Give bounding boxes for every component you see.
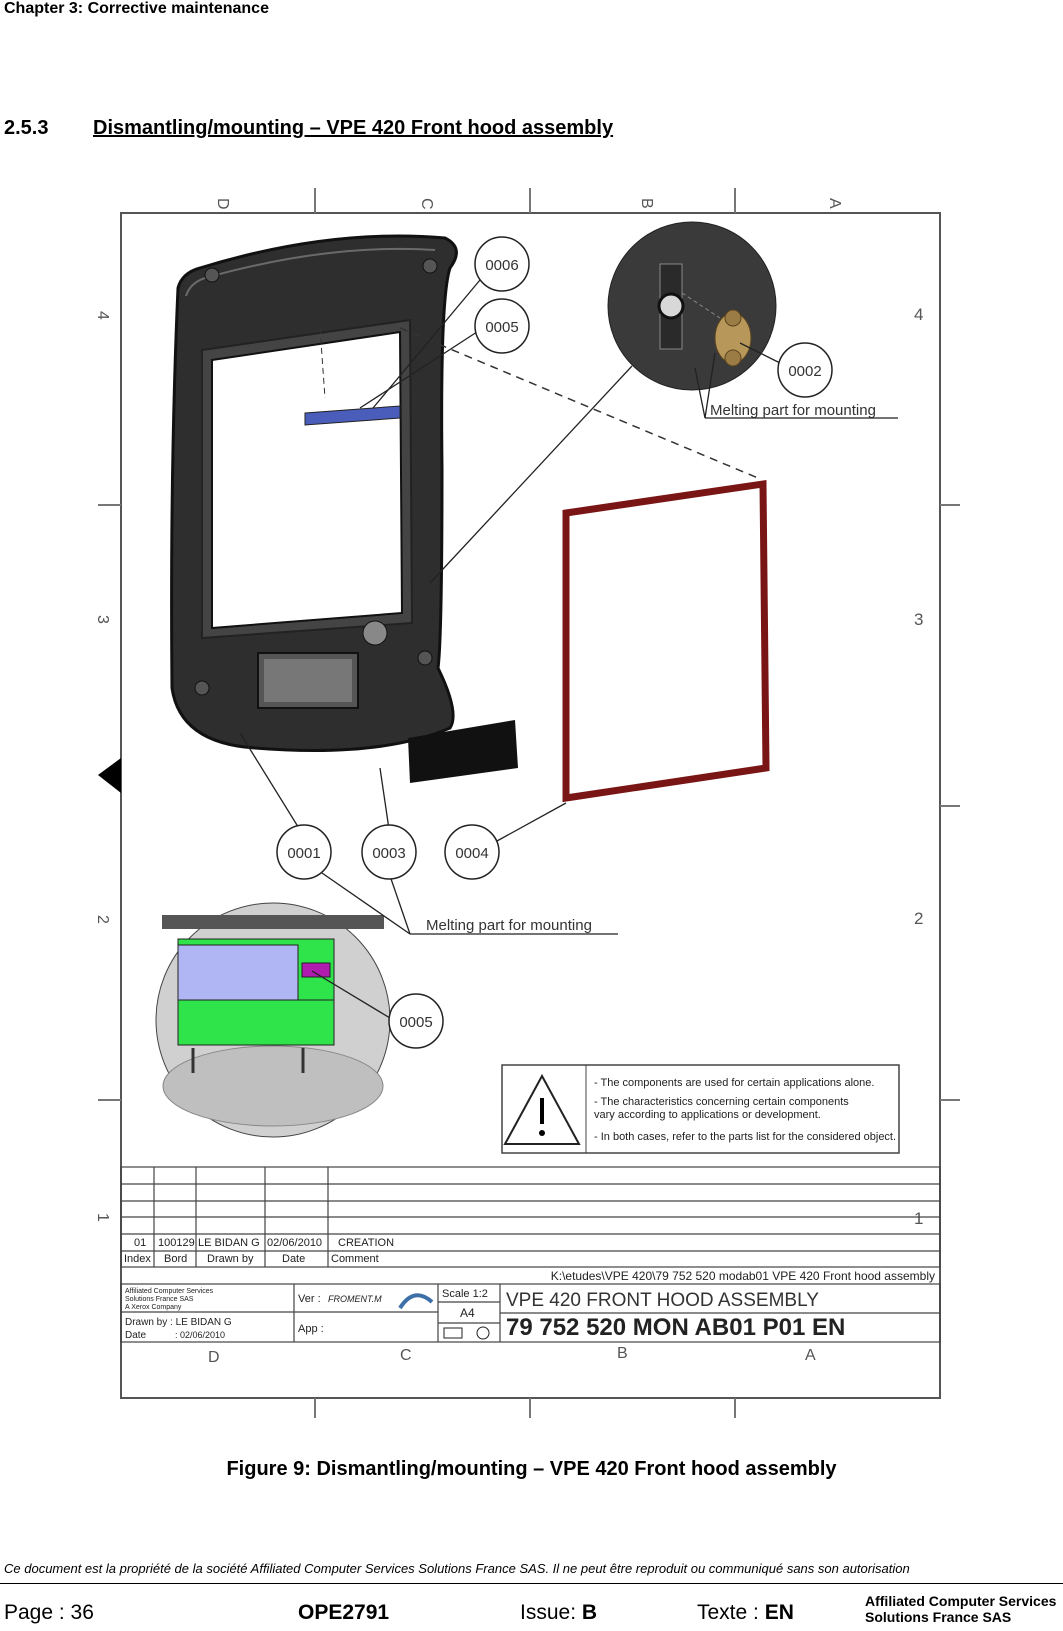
projection-symbol-icon	[476, 1326, 490, 1340]
row-number-right: 2	[914, 909, 923, 928]
col-letter-bottom: A	[805, 1347, 816, 1364]
detail-circle-top	[607, 221, 777, 391]
issue-value: B	[581, 1601, 598, 1624]
file-path: K:\etudes\VPE 420\79 752 520 modab01 VPE…	[551, 1269, 935, 1283]
rev-header: Comment	[331, 1253, 379, 1265]
warning-line: - In both cases, refer to the parts list…	[594, 1131, 896, 1143]
title-block	[120, 1283, 941, 1343]
date-label: Date	[125, 1330, 147, 1341]
callout-label: 0001	[287, 845, 320, 862]
technical-drawing: D C B A D C B A 4 3 2 1 4 3 2 1	[94, 188, 960, 1418]
rev-header: Index	[124, 1253, 151, 1265]
gasket	[562, 479, 770, 803]
col-letter-top: C	[418, 198, 435, 210]
company-block-line: Solutions France SAS	[125, 1296, 194, 1303]
warning-line: vary according to applications or develo…	[594, 1109, 821, 1121]
texte-field: Texte : EN	[697, 1601, 794, 1625]
row-number-right: 1	[914, 1209, 923, 1228]
section-title: Dismantling/mounting – VPE 420 Front hoo…	[93, 117, 614, 139]
texte-value: EN	[764, 1601, 794, 1624]
row-number-right: 3	[914, 610, 923, 629]
page-number: Page : 36	[4, 1601, 94, 1624]
drawn-by-label: Drawn by : LE BIDAN G	[125, 1317, 232, 1328]
col-letter-bottom: B	[617, 1345, 628, 1362]
ver-label: Ver :	[298, 1293, 321, 1305]
warning-line: - The characteristics concerning certain…	[594, 1096, 849, 1108]
row-number-left: 3	[94, 615, 111, 624]
callout-label: 0003	[372, 845, 405, 862]
texte-label: Texte :	[697, 1601, 765, 1624]
row-number-left: 2	[94, 915, 111, 924]
callout-label: 0005	[399, 1014, 432, 1031]
company-line: Solutions France SAS	[865, 1609, 1012, 1625]
figure-caption: Figure 9: Dismantling/mounting – VPE 420…	[226, 1458, 837, 1480]
col-letter-bottom: C	[400, 1347, 412, 1364]
melting-label-bottom: Melting part for mounting	[426, 917, 592, 934]
chapter-heading: Chapter 3: Corrective maintenance	[4, 0, 269, 17]
document-reference: OPE2791	[298, 1601, 390, 1624]
footer-divider	[0, 1583, 1063, 1584]
row-number-right: 4	[914, 305, 923, 324]
drawing-number: 79 752 520 MON AB01 P01 EN	[506, 1314, 845, 1341]
mounting-knob	[362, 620, 388, 646]
callout-label: 0006	[485, 257, 518, 274]
issue-field: Issue: B	[520, 1601, 597, 1625]
ver-value: FROMENT.M	[328, 1294, 382, 1304]
date-value: : 02/06/2010	[175, 1330, 225, 1340]
company-line: Affiliated Computer Services	[865, 1593, 1057, 1609]
issue-label: Issue:	[520, 1601, 582, 1624]
rev-index: 01	[134, 1237, 146, 1249]
callout-label: 0002	[788, 363, 821, 380]
rev-header: Bord	[164, 1253, 187, 1265]
drawing-title: VPE 420 FRONT HOOD ASSEMBLY	[506, 1290, 819, 1311]
rev-date: 02/06/2010	[267, 1237, 322, 1249]
rev-bord: 100129	[158, 1237, 195, 1249]
rev-header: Date	[282, 1253, 305, 1265]
scale-label: Scale 1:2	[442, 1288, 488, 1300]
col-letter-top: B	[638, 198, 655, 209]
company-block-line: A Xerox Company	[125, 1304, 182, 1311]
col-letter-top: D	[214, 198, 231, 210]
callout-label: 0004	[455, 845, 488, 862]
rev-header: Drawn by	[207, 1253, 254, 1265]
melting-label-top: Melting part for mounting	[710, 402, 876, 419]
copyright-notice: Ce document est la propriété de la socié…	[4, 1561, 910, 1576]
rev-drawn-by: LE BIDAN G	[198, 1237, 260, 1249]
logo-icon	[398, 1293, 434, 1310]
col-letter-bottom: D	[208, 1349, 220, 1366]
col-letter-top: A	[826, 198, 843, 209]
strip-part	[304, 405, 401, 426]
section-number: 2.5.3	[4, 117, 49, 139]
format-label: A4	[460, 1306, 475, 1320]
company-logo-text: Affiliated Computer Services Solutions F…	[865, 1593, 1056, 1625]
revision-table	[120, 1166, 941, 1268]
warning-line: - The components are used for certain ap…	[594, 1077, 874, 1089]
app-label: App :	[298, 1323, 324, 1335]
callout-label: 0005	[485, 319, 518, 336]
orientation-mark	[98, 758, 121, 793]
row-number-left: 1	[94, 1213, 111, 1222]
foam-block	[408, 720, 518, 783]
rev-comment: CREATION	[338, 1237, 394, 1249]
company-block-line: Affiliated Computer Services	[125, 1288, 214, 1295]
row-number-left: 4	[94, 311, 111, 320]
hood-window	[211, 330, 404, 630]
